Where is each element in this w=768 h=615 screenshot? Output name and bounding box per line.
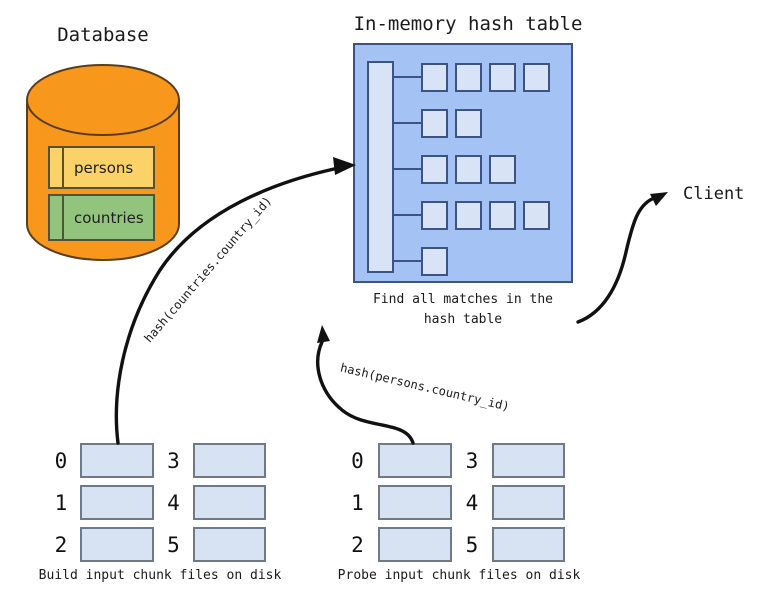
- chunk-file-box: [80, 443, 154, 478]
- hash-entry-cell: [421, 109, 448, 138]
- hash-entry-cell: [455, 109, 482, 138]
- hash-entry-cell: [489, 63, 516, 92]
- build-chunk-caption: Build input chunk files on disk: [38, 568, 282, 583]
- chunk-file-box: [378, 527, 452, 562]
- hash-table-title: In-memory hash table: [353, 13, 583, 35]
- chunk-file-box: [80, 527, 154, 562]
- chunk-file-box: [193, 485, 266, 520]
- hash-entry-cell: [455, 63, 482, 92]
- hash-entry-cell: [421, 63, 448, 92]
- chunk-file-index: 4: [465, 490, 479, 515]
- probe-chunk-files: 0 1 2 3 4 5: [337, 443, 565, 562]
- table-persons-label: persons: [74, 158, 134, 177]
- hash-entry-cell: [523, 63, 550, 92]
- chunk-file-box: [492, 527, 565, 562]
- chunk-file-box: [193, 527, 266, 562]
- bucket-link-line: [393, 260, 421, 262]
- probe-arrow-label: hash(persons.country_id): [339, 360, 511, 413]
- table-column-divider: [62, 148, 64, 187]
- hash-entry-cell: [455, 155, 482, 184]
- chunk-file-index: 5: [167, 532, 180, 557]
- chunk-file-box: [193, 443, 266, 478]
- chunk-file-index: 2: [351, 532, 364, 557]
- hash-entry-cell: [489, 201, 516, 230]
- chunk-file-box: [492, 443, 565, 478]
- probe-chunk-caption: Probe input chunk files on disk: [337, 568, 581, 583]
- bucket-link-line: [393, 122, 421, 124]
- chunk-file-box: [492, 485, 565, 520]
- bucket-link-line: [393, 168, 421, 170]
- chunk-file-index: 3: [465, 448, 479, 473]
- chunk-file-index: 2: [54, 532, 68, 557]
- table-countries: countries: [48, 194, 155, 241]
- table-persons: persons: [48, 146, 155, 189]
- bucket-link-line: [393, 214, 421, 216]
- client-label: Client: [683, 184, 745, 204]
- hashtable-to-client-arrow: [576, 197, 654, 324]
- hash-entry-cell: [421, 247, 448, 276]
- chunk-file-box: [378, 443, 452, 478]
- hash-entry-cell: [421, 201, 448, 230]
- chunk-file-index: 4: [167, 490, 180, 515]
- hash-entry-cell: [455, 201, 482, 230]
- probe-arrow-head-icon: [317, 325, 330, 343]
- chunk-file-index: 0: [351, 448, 364, 473]
- hash-table-caption: Find all matches in the hash table: [372, 292, 553, 327]
- hash-entry-cell: [421, 155, 448, 184]
- hash-entry-cell: [523, 201, 550, 230]
- bucket-array-bar: [367, 61, 394, 273]
- client-arrow-head-icon: [650, 192, 668, 206]
- hash-table-panel: [353, 43, 573, 283]
- hash-entry-cell: [489, 155, 516, 184]
- chunk-file-box: [378, 485, 452, 520]
- chunk-file-index: 1: [54, 490, 68, 515]
- chunk-file-index: 1: [351, 490, 364, 515]
- table-countries-label: countries: [74, 208, 144, 227]
- table-column-divider: [62, 196, 64, 239]
- bucket-link-line: [393, 76, 421, 78]
- build-chunk-files: 0 1 2 3 4 5: [42, 443, 266, 562]
- chunk-file-index: 3: [167, 448, 180, 473]
- chunk-file-index: 0: [54, 448, 68, 473]
- chunk-file-box: [80, 485, 154, 520]
- probe-to-hashtable-arrow: [316, 340, 415, 445]
- chunk-file-index: 5: [465, 532, 479, 557]
- database-title: Database: [57, 24, 149, 46]
